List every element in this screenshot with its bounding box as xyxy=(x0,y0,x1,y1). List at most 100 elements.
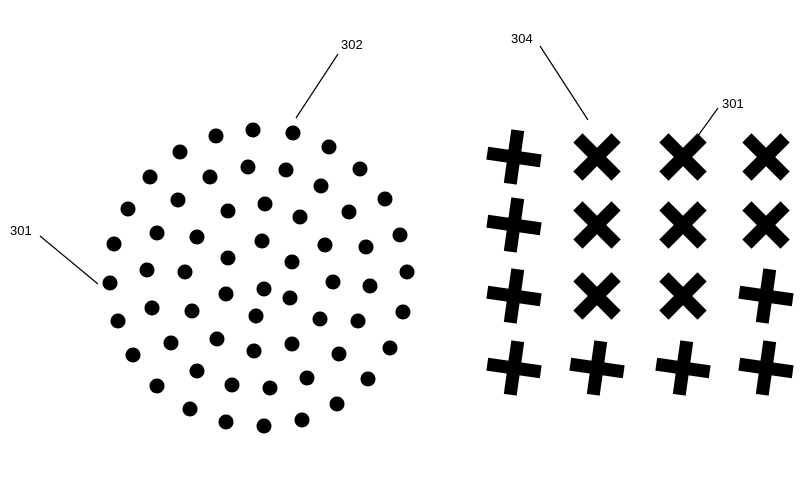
dot-element xyxy=(362,278,378,294)
cross-element xyxy=(573,133,621,181)
dot-element xyxy=(282,290,298,306)
cross-element xyxy=(573,272,621,320)
cross-element xyxy=(486,268,542,324)
cross-element xyxy=(659,133,707,181)
dot-element xyxy=(284,254,300,270)
dot-element xyxy=(358,239,374,255)
cross-bar-vertical xyxy=(503,129,525,185)
dot-element xyxy=(182,401,198,417)
dot-element xyxy=(399,264,415,280)
dot-element xyxy=(325,274,341,290)
cross-bar-vertical xyxy=(586,340,608,396)
leader-line-301-crosses xyxy=(694,107,719,141)
cross-element xyxy=(486,197,542,253)
dot-element xyxy=(202,169,218,185)
dot-element xyxy=(350,313,366,329)
cross-element xyxy=(742,133,790,181)
cross-bar-vertical xyxy=(659,133,707,181)
dot-element xyxy=(177,264,193,280)
leader-line-302 xyxy=(295,53,339,119)
label-304: 304 xyxy=(511,31,533,46)
dot-element xyxy=(120,201,136,217)
cross-bar-vertical xyxy=(672,340,694,396)
cross-bar-vertical xyxy=(742,201,790,249)
dot-element xyxy=(257,196,273,212)
dot-element xyxy=(218,414,234,430)
cross-element xyxy=(573,201,621,249)
dot-element xyxy=(142,169,158,185)
dot-element xyxy=(106,236,122,252)
label-301-dots: 301 xyxy=(10,223,32,238)
cross-element xyxy=(486,129,542,185)
dot-element xyxy=(256,281,272,297)
dot-element xyxy=(256,418,272,434)
label-301-crosses: 301 xyxy=(722,96,744,111)
cross-element xyxy=(659,272,707,320)
dot-element xyxy=(262,380,278,396)
dot-element xyxy=(294,412,310,428)
dot-element xyxy=(209,331,225,347)
dot-element xyxy=(352,161,368,177)
dot-element xyxy=(392,227,408,243)
dot-element xyxy=(313,178,329,194)
dot-element xyxy=(292,209,308,225)
cross-bar-vertical xyxy=(503,197,525,253)
cross-element xyxy=(742,201,790,249)
dot-element xyxy=(110,313,126,329)
dot-element xyxy=(312,311,328,327)
dot-element xyxy=(299,370,315,386)
cross-bar-vertical xyxy=(573,201,621,249)
dot-element xyxy=(341,204,357,220)
cross-element xyxy=(486,340,542,396)
cross-bar-vertical xyxy=(659,272,707,320)
dot-element xyxy=(245,122,261,138)
cross-element xyxy=(655,340,711,396)
dot-element xyxy=(360,371,376,387)
dot-element xyxy=(102,275,118,291)
cross-bar-vertical xyxy=(573,133,621,181)
dot-element xyxy=(220,250,236,266)
dot-element xyxy=(377,191,393,207)
cross-element xyxy=(659,201,707,249)
cross-bar-vertical xyxy=(755,340,777,396)
cross-bar-vertical xyxy=(659,201,707,249)
dot-element xyxy=(220,203,236,219)
dot-element xyxy=(144,300,160,316)
dot-element xyxy=(218,286,234,302)
dot-element xyxy=(224,377,240,393)
label-302: 302 xyxy=(341,37,363,52)
dot-pattern xyxy=(102,122,415,434)
cross-bar-vertical xyxy=(503,340,525,396)
dot-element xyxy=(184,303,200,319)
dot-element xyxy=(189,229,205,245)
dot-element xyxy=(317,237,333,253)
dot-element xyxy=(248,308,264,324)
dot-element xyxy=(246,343,262,359)
dot-element xyxy=(149,378,165,394)
cross-element xyxy=(738,268,794,324)
cross-element xyxy=(738,340,794,396)
dot-element xyxy=(321,139,337,155)
cross-pattern xyxy=(486,129,794,396)
dot-element xyxy=(139,262,155,278)
leader-line-304 xyxy=(539,45,589,121)
cross-element xyxy=(569,340,625,396)
dot-element xyxy=(149,225,165,241)
dot-element xyxy=(329,396,345,412)
dot-element xyxy=(284,336,300,352)
dot-element xyxy=(331,346,347,362)
dot-element xyxy=(170,192,186,208)
dot-element xyxy=(254,233,270,249)
cross-bar-vertical xyxy=(755,268,777,324)
dot-element xyxy=(395,304,411,320)
cross-bar-vertical xyxy=(742,133,790,181)
leader-line-301-dots xyxy=(39,235,99,285)
cross-bar-vertical xyxy=(573,272,621,320)
dot-element xyxy=(208,128,224,144)
dot-element xyxy=(163,335,179,351)
dot-element xyxy=(172,144,188,160)
dot-element xyxy=(278,162,294,178)
dot-element xyxy=(285,125,301,141)
dot-element xyxy=(382,340,398,356)
